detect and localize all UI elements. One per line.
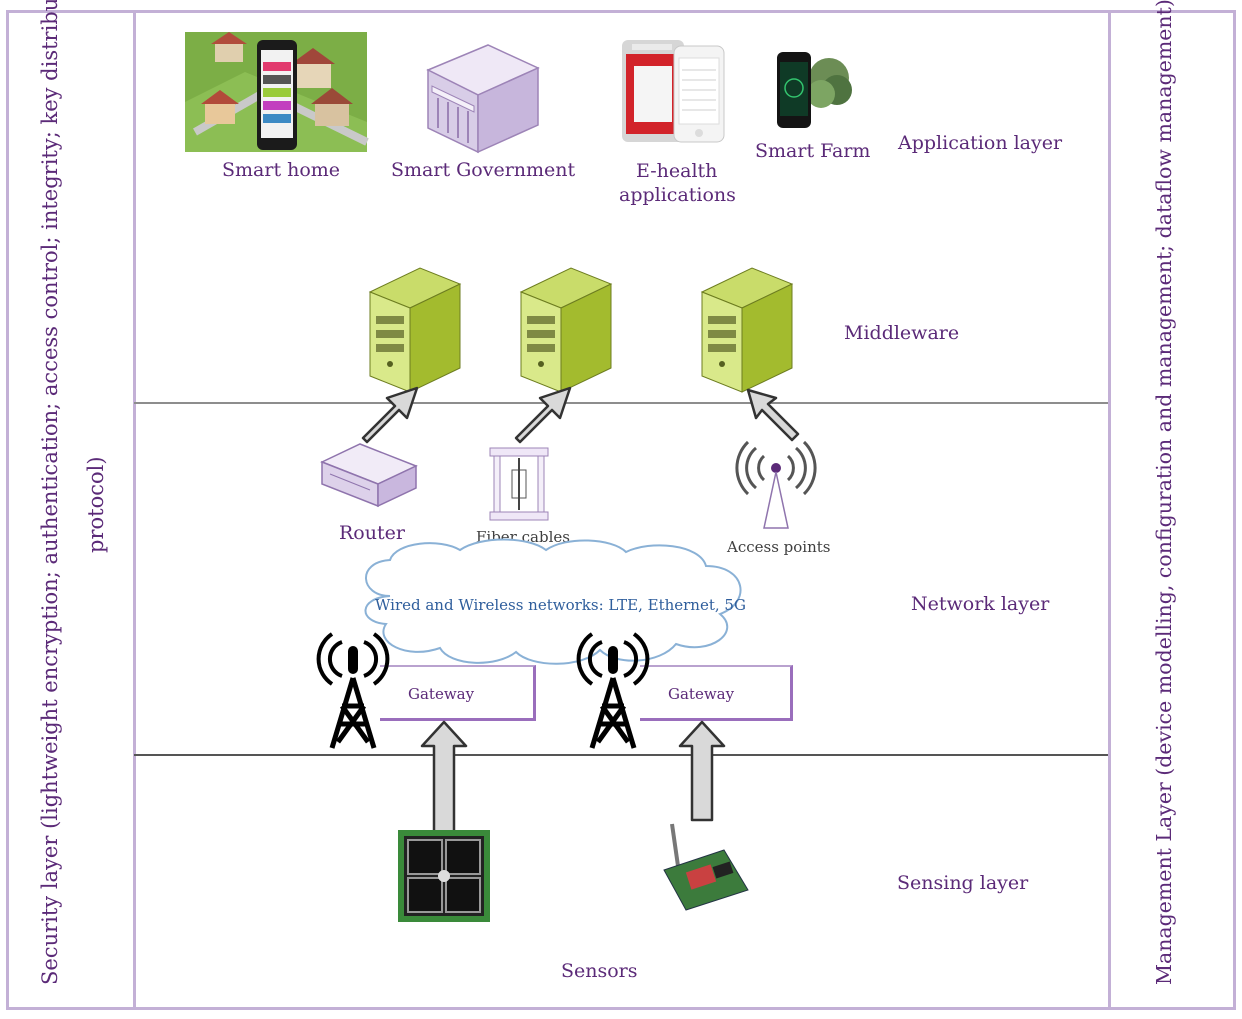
cell-tower-icon-1	[316, 632, 390, 749]
cloud-label: Wired and Wireless networks: LTE, Ethern…	[375, 596, 746, 614]
security-layer-label: Security layer (lightweight encryption; …	[38, 0, 62, 985]
sensor-board-2	[663, 823, 749, 911]
sensing-layer-label: Sensing layer	[897, 872, 1029, 894]
gateway-1-label: Gateway	[408, 685, 475, 703]
smart-government-label: Smart Government	[391, 159, 576, 181]
smart-farm-label: Smart Farm	[755, 140, 871, 162]
fiber-cable-icon	[489, 447, 549, 521]
security-layer-panel	[6, 10, 136, 1010]
smart-home-image	[185, 32, 369, 152]
server-icon-3	[700, 267, 794, 393]
middleware-label: Middleware	[844, 322, 960, 344]
gateway-2-label: Gateway	[668, 685, 735, 703]
network-cloud-icon	[364, 538, 742, 665]
ehealth-label-line2: applications	[619, 184, 736, 206]
management-layer-panel	[1108, 10, 1236, 1010]
sensor-board-1	[398, 830, 490, 922]
router-to-server-arrow	[361, 386, 419, 444]
ap-to-server-arrow	[746, 388, 800, 442]
router-label: Router	[339, 522, 405, 544]
server-icon-2	[519, 267, 613, 393]
government-building-icon	[426, 44, 540, 154]
sensor-to-gateway-arrow-1	[420, 720, 468, 834]
middleware-network-separator	[134, 402, 1108, 404]
server-icon-1	[368, 267, 462, 393]
management-layer-label: Management Layer (device modelling, conf…	[1152, 0, 1176, 985]
smart-farm-phone-image	[777, 52, 852, 128]
ehealth-devices-image	[622, 40, 725, 143]
access-points-label: Access points	[727, 538, 831, 556]
outer-frame	[6, 10, 1236, 1010]
router-icon	[320, 443, 418, 508]
ehealth-label-line1: E-health	[636, 160, 718, 182]
cell-tower-icon-2	[576, 632, 650, 749]
gateway-box-2: Gateway	[640, 665, 793, 721]
smart-home-label: Smart home	[222, 159, 341, 181]
fiber-to-server-arrow	[514, 386, 572, 444]
sensor-to-gateway-arrow-2	[678, 720, 726, 822]
application-layer-label: Application layer	[898, 132, 1063, 154]
network-layer-label: Network layer	[911, 593, 1050, 615]
sensors-label: Sensors	[561, 960, 638, 982]
gateway-box-1: Gateway	[380, 665, 536, 721]
access-point-icon	[735, 440, 817, 529]
network-sensing-separator	[134, 754, 1108, 756]
security-layer-label-cont: protocol)	[84, 456, 108, 553]
